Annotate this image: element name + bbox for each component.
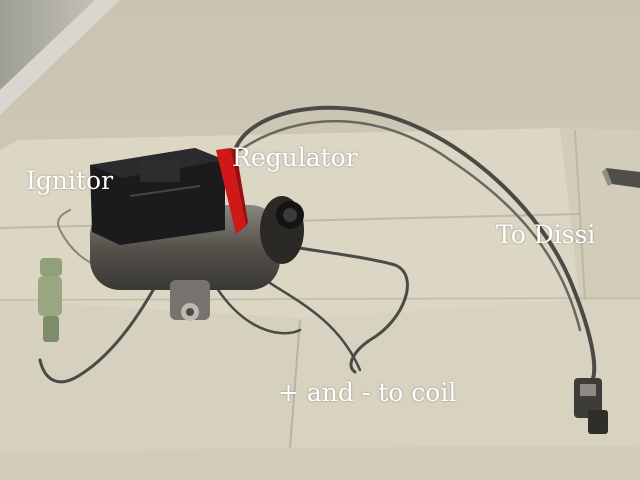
metal-object [602,168,640,188]
regulator-marker [216,148,246,234]
regulator-label: Regulator [232,143,358,172]
ignitor-module [90,148,225,245]
green-connector [38,258,62,342]
to-dissi-label: To Dissi [496,220,596,249]
ignitor-label: Ignitor [26,166,114,195]
distributor-plug [574,378,608,434]
baseboard [0,0,120,115]
to-coil-label: + and - to coil [278,378,457,407]
